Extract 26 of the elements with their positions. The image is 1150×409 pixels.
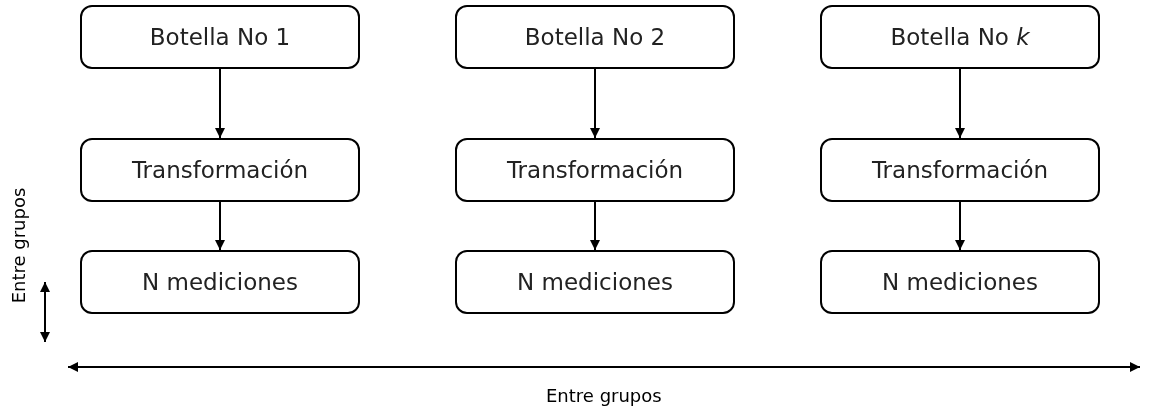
arrow [955,68,965,139]
arrow [590,68,600,139]
process-box [80,5,360,69]
arrow [215,201,225,251]
box-label: Transformación [506,157,684,183]
process-box [455,250,735,314]
process-box [820,250,1100,314]
box-label: N mediciones [142,269,298,295]
axis-label: Entre grupos [546,384,662,406]
process-box [455,138,735,202]
box-label: N mediciones [882,269,1038,295]
arrow [215,68,225,139]
box-label: Transformación [871,157,1049,183]
process-box [80,138,360,202]
process-box [455,5,735,69]
process-box [820,5,1100,69]
process-box [820,138,1100,202]
box-label: Botella No 2 [524,24,666,50]
box-label: Transformación [131,157,309,183]
axis-label: Entre grupos [8,187,30,303]
box-label: Botella No k [890,24,1030,50]
box-label: Botella No 1 [149,24,291,50]
arrow [590,201,600,251]
arrow [955,201,965,251]
box-label: N mediciones [517,269,673,295]
process-box [80,250,360,314]
